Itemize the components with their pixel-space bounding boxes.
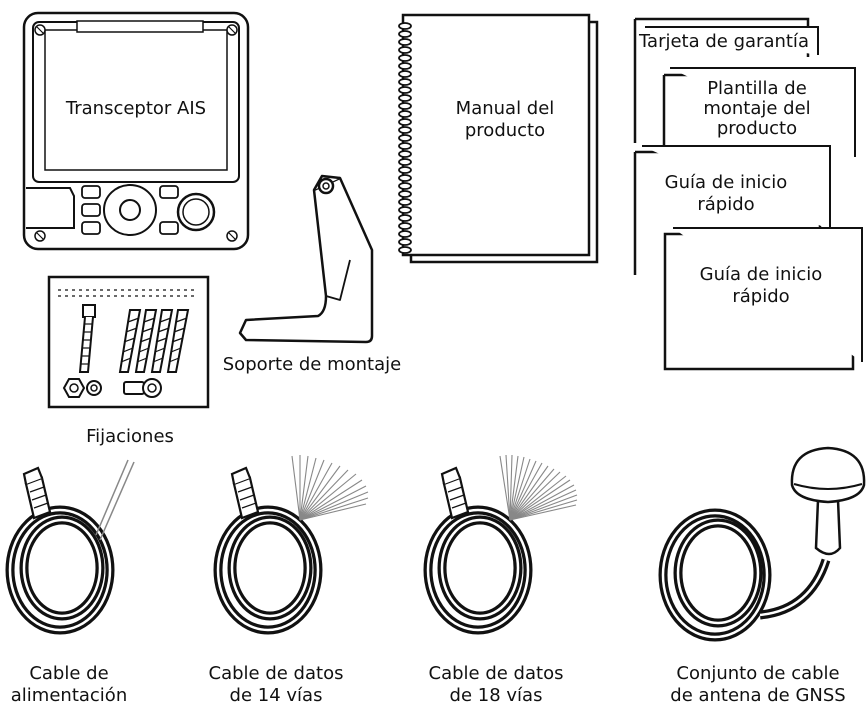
manual-label-line2: producto	[464, 120, 546, 141]
mounting-template-label-line1: Plantilla de	[707, 78, 807, 99]
product-manual-drawing	[398, 13, 599, 264]
power-cable-label-line2: alimentación	[10, 685, 128, 706]
gnss-cable-label-line1: Conjunto de cable	[676, 663, 840, 684]
power-cable-label: Cable de alimentación	[0, 663, 138, 707]
data-cable-18-drawing	[423, 454, 578, 635]
transceiver-label-text: Transceptor AIS	[65, 98, 207, 119]
gnss-cable-label-line2: de antena de GNSS	[670, 685, 846, 706]
mounting-template-label: Plantilla de montaje del producto	[672, 79, 842, 139]
data-cable-18-label: Cable de datos de 18 vías	[416, 663, 576, 707]
quick-start-guide-1-label: Guía de inicio rápido	[640, 172, 812, 216]
mounting-template-label-line2: montaje del	[703, 98, 811, 119]
ais-transceiver-drawing	[22, 11, 250, 251]
data-cable-18-label-line2: de 18 vías	[449, 685, 543, 706]
warranty-card-label: Tarjeta de garantía	[636, 31, 812, 53]
power-cable-label-line1: Cable de	[29, 663, 109, 684]
mounting-bracket-drawing	[238, 174, 374, 344]
quick-start-guide-2-label: Guía de inicio rápido	[672, 264, 850, 308]
data-cable-14-drawing	[213, 455, 369, 635]
mounting-bracket-label-text: Soporte de montaje	[222, 354, 402, 375]
manual-label-line1: Manual del	[455, 98, 555, 119]
transceiver-label: Transceptor AIS	[40, 98, 232, 120]
mounting-template-label-line3: producto	[716, 118, 798, 139]
power-cable-drawing	[5, 459, 135, 635]
data-cable-18-label-line1: Cable de datos	[428, 663, 564, 684]
quick-start-guide-2-line2: rápido	[732, 286, 790, 307]
data-cable-14-label: Cable de datos de 14 vías	[196, 663, 356, 707]
quick-start-guide-2-line1: Guía de inicio	[699, 264, 823, 285]
fixings-label: Fijaciones	[50, 426, 210, 448]
data-cable-14-label-line2: de 14 vías	[229, 685, 323, 706]
fixings-bag-drawing	[47, 275, 210, 409]
fixings-label-text: Fijaciones	[86, 426, 174, 447]
gnss-antenna-cable-drawing	[658, 446, 866, 642]
mounting-bracket-label: Soporte de montaje	[212, 354, 412, 376]
manual-label: Manual del producto	[420, 98, 590, 142]
gnss-cable-label: Conjunto de cable de antena de GNSS	[660, 663, 856, 707]
quick-start-guide-1-line1: Guía de inicio	[664, 172, 788, 193]
warranty-card-label-text: Tarjeta de garantía	[639, 31, 809, 52]
quick-start-guide-1-line2: rápido	[697, 194, 755, 215]
data-cable-14-label-line1: Cable de datos	[208, 663, 344, 684]
document-stack-drawing	[633, 17, 863, 371]
